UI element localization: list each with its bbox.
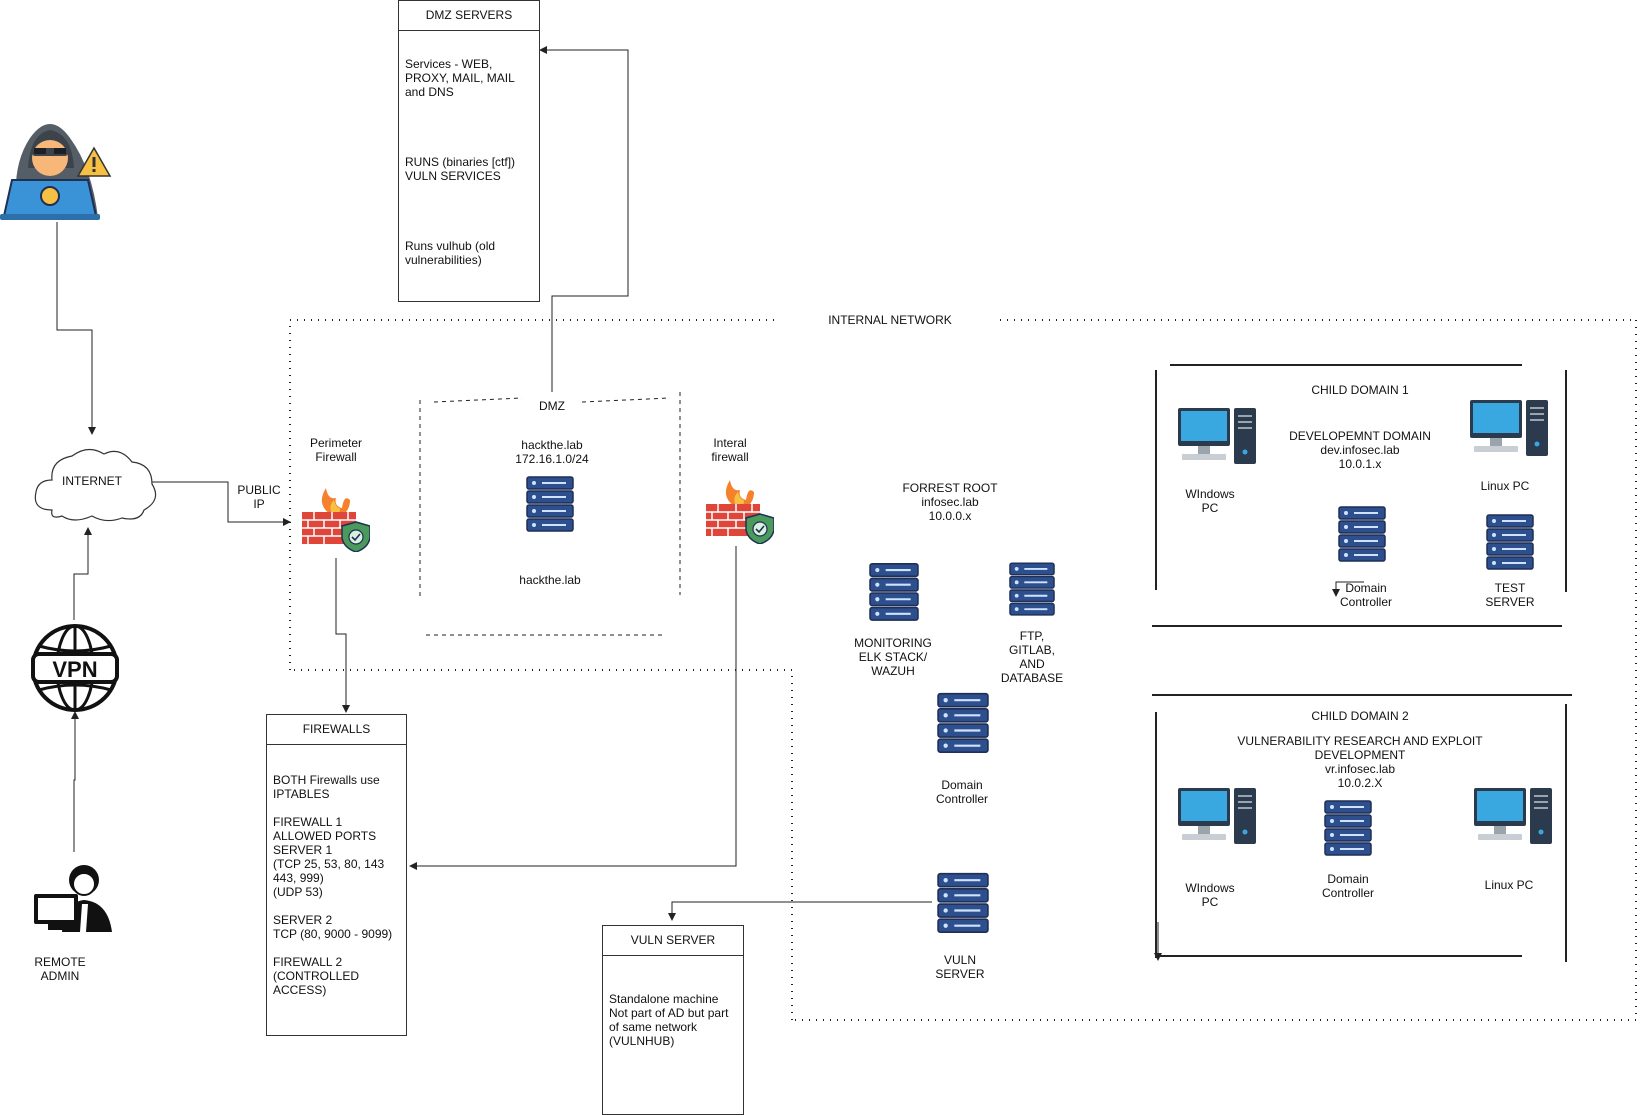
hacker-icon — [0, 108, 112, 224]
dmz-server-label: hackthe.lab — [519, 573, 581, 587]
admin-icon — [32, 858, 112, 932]
dmz-title: DMZ — [539, 399, 565, 413]
interal-firewall-icon — [706, 478, 775, 545]
cd1-test-server-icon — [1486, 514, 1534, 572]
cd2-windows-pc-icon — [1176, 786, 1258, 844]
dmz-servers-box: DMZ SERVERS Services - WEB, PROXY, MAIL,… — [398, 0, 540, 302]
vuln-server-node-icon — [937, 872, 989, 936]
root-dc-label: Domain Controller — [935, 778, 989, 806]
cd2-linux-pc-icon — [1472, 786, 1554, 844]
child-domain-2-title: CHILD DOMAIN 2 — [1311, 709, 1409, 723]
cd2-dc-server-icon — [1324, 800, 1372, 858]
cd1-linux-pc-label: Linux PC — [1480, 479, 1530, 493]
cd2-linux-pc-label: Linux PC — [1484, 878, 1534, 892]
monitoring-server-icon — [869, 562, 919, 624]
dmz-servers-body: Services - WEB, PROXY, MAIL, MAIL and DN… — [405, 57, 516, 267]
firewalls-title: FIREWALLS — [267, 715, 406, 745]
cd1-dc-label: Domain Controller — [1339, 581, 1393, 609]
firewalls-body: BOTH Firewalls use IPTABLES FIREWALL 1 A… — [273, 773, 393, 997]
internal-network-boundary — [289, 319, 1637, 1021]
cd1-windows-pc-icon — [1176, 406, 1258, 464]
remote-admin-label: REMOTE ADMIN — [34, 955, 86, 983]
monitoring-label: MONITORING ELK STACK/ WAZUH — [854, 636, 932, 678]
svg-text:VPN: VPN — [52, 657, 97, 682]
child-domain-2-subtitle: VULNERABILITY RESEARCH AND EXPLOIT DEVEL… — [1237, 734, 1483, 790]
firewalls-box: FIREWALLS BOTH Firewalls use IPTABLES FI… — [266, 714, 407, 1036]
vuln-server-node-label: VULN SERVER — [935, 953, 985, 981]
dmz-servers-title: DMZ SERVERS — [399, 1, 539, 31]
cd1-test-server-label: TEST SERVER — [1485, 581, 1535, 609]
ftp-server-icon — [1009, 562, 1055, 618]
internet-label: INTERNET — [62, 474, 122, 488]
dmz-domain-label: hackthe.lab 172.16.1.0/24 — [515, 438, 589, 466]
child-domain-1-title: CHILD DOMAIN 1 — [1311, 383, 1409, 397]
perimeter-firewall-icon — [302, 486, 371, 553]
dmz-server-icon — [526, 476, 574, 534]
child-domain-1-subtitle: DEVELOPEMNT DOMAIN dev.infosec.lab 10.0.… — [1289, 429, 1431, 471]
warning-icon — [76, 146, 112, 178]
forrest-root-label: FORREST ROOT infosec.lab 10.0.0.x — [902, 481, 998, 523]
perimeter-firewall-label: Perimeter Firewall — [309, 436, 362, 464]
vuln-server-body: Standalone machine Not part of AD but pa… — [609, 992, 729, 1048]
public-ip-label: PUBLIC IP — [237, 483, 281, 511]
vuln-server-box: VULN SERVER Standalone machine Not part … — [602, 925, 744, 1115]
ftp-label: FTP, GITLAB, AND DATABASE — [1000, 629, 1064, 685]
cd1-windows-pc-label: WIndows PC — [1185, 487, 1235, 515]
child-domain-2-frame — [1152, 694, 1572, 962]
vpn-icon: VPN — [29, 622, 121, 714]
dmz-boundary — [419, 392, 681, 636]
cd2-dc-label: Domain Controller — [1321, 872, 1375, 900]
root-dc-server-icon — [937, 692, 989, 756]
cd2-windows-pc-label: WIndows PC — [1185, 881, 1235, 909]
connectors — [56, 46, 1364, 961]
interal-firewall-label: Interal firewall — [711, 436, 749, 464]
internal-network-label: INTERNAL NETWORK — [800, 313, 980, 327]
child-domain-1-frame — [1152, 364, 1567, 627]
cd1-linux-pc-icon — [1468, 398, 1550, 456]
cloud-icon — [28, 440, 160, 524]
cd1-dc-server-icon — [1338, 506, 1386, 564]
vuln-server-title: VULN SERVER — [603, 926, 743, 956]
